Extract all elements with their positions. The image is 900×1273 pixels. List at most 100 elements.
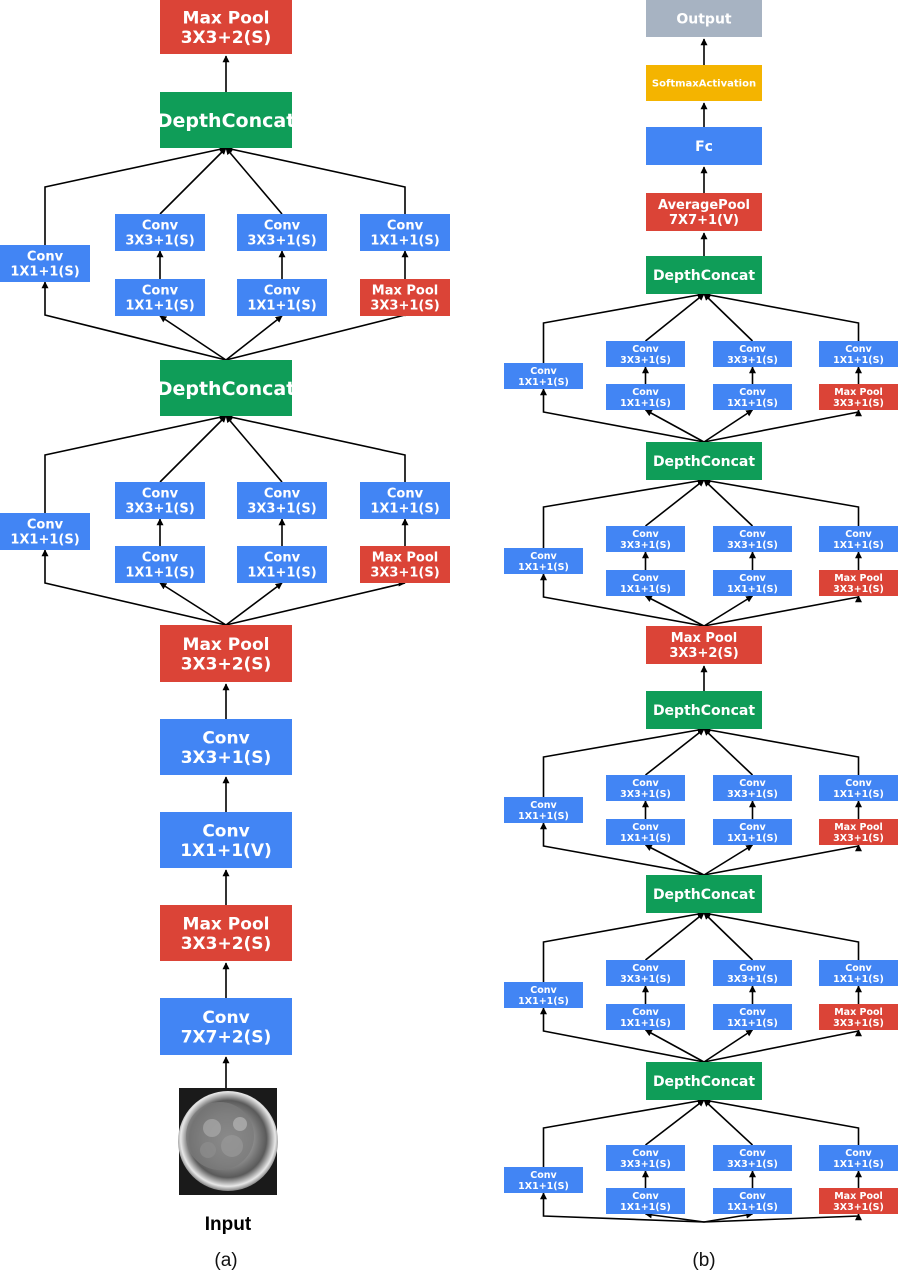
a-inception-1-conv1x1-branch-label: 1X1+1(S) xyxy=(10,533,79,548)
b-inception-4-conv1x1-proj-label: Conv xyxy=(845,529,872,540)
b-inception-5-maxpool-branch-shape xyxy=(819,384,898,410)
b-inception-2-edge-out-1 xyxy=(542,910,705,982)
a-inception-2-conv1x1-proj-label: 1X1+1(S) xyxy=(370,234,439,249)
a-inception-2-conv3x3-b-label: Conv xyxy=(264,219,301,234)
a-inception-1-conv1x1-reduce-b-label: 1X1+1(S) xyxy=(247,566,316,581)
b-maxpool-label: Max Pool xyxy=(671,631,737,646)
b-depthconcat-2-label: DepthConcat xyxy=(653,887,755,903)
b-inception-1-conv1x1-reduce-b-shape xyxy=(713,1188,792,1214)
b-inception-3-conv1x1-branch-label: Conv xyxy=(530,800,557,811)
b-inception-3-conv1x1-branch-shape xyxy=(504,797,583,823)
edges-layer xyxy=(41,38,862,1223)
b-inception-1-conv1x1-reduce-a-shape xyxy=(606,1188,685,1214)
b-inception-1-conv3x3-b-label: Conv xyxy=(739,1148,766,1159)
b-inception-4-conv1x1-reduce-b-shape xyxy=(713,570,792,596)
b-inception-2-conv1x1-branch-label: 1X1+1(S) xyxy=(518,996,569,1007)
b-softmax: SoftmaxActivation xyxy=(646,65,762,101)
b-inception-4-conv1x1-branch-label: 1X1+1(S) xyxy=(518,562,569,573)
b-averagepool-shape xyxy=(646,193,762,231)
b-depthconcat-4: DepthConcat xyxy=(646,442,762,480)
b-inception-4-edge-in-3 xyxy=(703,595,754,627)
b-inception-1-conv1x1-branch-shape xyxy=(504,1167,583,1193)
a-inception-1-edge-out-3 xyxy=(225,415,283,483)
b-inception-4-conv3x3-a-label: Conv xyxy=(632,529,659,540)
b-inception-3-edge-in-2 xyxy=(644,844,705,876)
b-inception-2-edge-out-2 xyxy=(644,912,705,961)
b-inception-4-maxpool-branch-label: Max Pool xyxy=(834,573,883,584)
nodes-layer: Max Pool3X3+2(S)DepthConcatDepthConcatMa… xyxy=(0,0,898,1214)
a-inception-1-conv1x1-reduce-a-label: 1X1+1(S) xyxy=(125,566,194,581)
b-inception-4-conv1x1-branch-shape xyxy=(504,548,583,574)
b-inception-1-conv3x3-a-label: Conv xyxy=(632,1148,659,1159)
b-inception-4-edge-in-1 xyxy=(540,573,705,627)
b-inception-4-conv1x1-reduce-a-shape xyxy=(606,570,685,596)
a-inception-1-conv3x3-a-label: 3X3+1(S) xyxy=(125,502,194,517)
b-inception-5-edge-out-3 xyxy=(703,293,754,342)
a-inception-1-edge-in-1 xyxy=(41,549,227,626)
caption-a: (a) xyxy=(214,1250,237,1271)
b-inception-5-maxpool-branch-label: Max Pool xyxy=(834,387,883,398)
a-inception-1-conv1x1-branch-label: Conv xyxy=(27,518,64,533)
b-inception-5-conv1x1-proj-label: 1X1+1(S) xyxy=(833,355,884,366)
b-inception-3-edge-in-1 xyxy=(540,822,705,876)
b-inception-4-edge-in-2 xyxy=(644,595,705,627)
b-inception-3-conv1x1-proj-label: 1X1+1(S) xyxy=(833,789,884,800)
b-inception-3-edge-in-3 xyxy=(703,844,754,876)
b-inception-4-conv3x3-a-label: 3X3+1(S) xyxy=(620,540,671,551)
b-depthconcat-5-label: DepthConcat xyxy=(653,268,755,284)
b-inception-3-conv3x3-b-label: 3X3+1(S) xyxy=(727,789,778,800)
b-inception-1-conv1x1-reduce-a-label: 1X1+1(S) xyxy=(620,1202,671,1213)
a-conv-7x7-shape xyxy=(160,998,292,1055)
a-inception-1-conv1x1-branch-shape xyxy=(0,513,90,550)
b-maxpool-shape xyxy=(646,626,762,664)
b-inception-5-conv3x3-a-label: 3X3+1(S) xyxy=(620,355,671,366)
b-averagepool-label: AveragePool xyxy=(658,198,750,213)
b-inception-5-conv3x3-b-label: Conv xyxy=(739,344,766,355)
b-inception-3-conv1x1-reduce-b-label: 1X1+1(S) xyxy=(727,833,778,844)
a-maxpool-1-shape xyxy=(160,905,292,961)
a-inception-2-edge-out-1 xyxy=(44,145,227,245)
b-inception-2-conv1x1-branch-shape xyxy=(504,982,583,1008)
a-inception-2-conv3x3-a-shape xyxy=(115,214,205,251)
b-inception-3-conv1x1-reduce-a-label: Conv xyxy=(632,822,659,833)
b-inception-1-conv1x1-proj-label: 1X1+1(S) xyxy=(833,1159,884,1170)
a-depthconcat-1-shape xyxy=(160,360,292,416)
b-inception-4-conv1x1-proj-shape xyxy=(819,526,898,552)
b-inception-2-conv1x1-proj-shape xyxy=(819,960,898,986)
b-inception-3-maxpool-branch-shape xyxy=(819,819,898,845)
a-inception-1-conv1x1-proj-shape xyxy=(360,482,450,519)
b-inception-2-conv1x1-reduce-a-label: 1X1+1(S) xyxy=(620,1018,671,1029)
b-output-label: Output xyxy=(676,12,732,28)
a-inception-1-conv3x3-b-label: 3X3+1(S) xyxy=(247,502,316,517)
b-inception-3-conv1x1-reduce-a-shape xyxy=(606,819,685,845)
b-inception-1-conv3x3-a-shape xyxy=(606,1145,685,1171)
b-fc: Fc xyxy=(646,127,762,165)
a-inception-2-conv1x1-reduce-a-shape xyxy=(115,279,205,316)
a-inception-2-conv1x1-branch-label: 1X1+1(S) xyxy=(10,265,79,280)
a-inception-1-maxpool-branch-label: Max Pool xyxy=(372,551,438,566)
b-output-shape xyxy=(646,0,762,37)
b-inception-5-edge-in-2 xyxy=(644,409,705,443)
b-inception-1-conv1x1-branch-label: Conv xyxy=(530,1170,557,1181)
a-inception-1-conv3x3-a-shape xyxy=(115,482,205,519)
b-averagepool-label: 7X7+1(V) xyxy=(669,213,739,228)
b-inception-2-maxpool-branch-shape xyxy=(819,1004,898,1030)
b-inception-5-conv1x1-reduce-b-label: Conv xyxy=(739,387,766,398)
b-inception-2-conv1x1-proj-label: Conv xyxy=(845,963,872,974)
b-inception-2-conv3x3-b-label: Conv xyxy=(739,963,766,974)
